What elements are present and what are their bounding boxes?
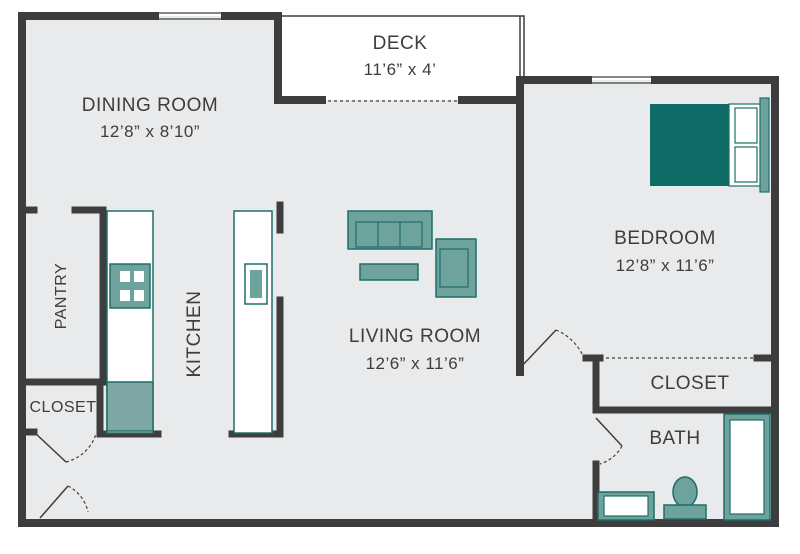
toilet [672, 476, 698, 508]
stove [109, 263, 151, 309]
living-room-label: LIVING ROOM [348, 326, 482, 347]
dining-room-label: DINING ROOM [81, 95, 219, 116]
windows [155, 12, 655, 84]
bath-fixtures [597, 413, 771, 521]
bed [650, 97, 770, 193]
walls [18, 12, 779, 527]
kitchen-island [233, 210, 273, 434]
kitchen-counter [106, 210, 154, 434]
pantry-label: PANTRY [53, 262, 70, 330]
refrigerator [106, 381, 154, 432]
coffee-table [359, 263, 419, 281]
doors [33, 329, 623, 519]
deck-outline [278, 15, 525, 80]
deck-dimensions: 11’6” x 4’ [363, 60, 437, 79]
interior-walls [18, 201, 779, 527]
closet-left-label: CLOSET [29, 399, 97, 416]
bedroom-label: BEDROOM [614, 228, 716, 249]
bedroom-dimensions: 12’8” x 11’6” [615, 256, 715, 275]
bath-label: BATH [649, 428, 701, 449]
burner [134, 271, 144, 282]
kitchen-label: KITCHEN [184, 290, 205, 378]
burner [120, 290, 130, 301]
deck-label: DECK [372, 33, 428, 54]
sink-basin [250, 270, 262, 298]
living-room-dimensions: 12’6” x 11’6” [365, 354, 465, 373]
sliding-doors [322, 100, 757, 359]
living-furniture [347, 210, 477, 298]
burner [134, 290, 144, 301]
burner [120, 271, 130, 282]
dining-room-dimensions: 12’8” x 8’10” [99, 122, 201, 141]
closet-right-label: CLOSET [650, 373, 730, 394]
